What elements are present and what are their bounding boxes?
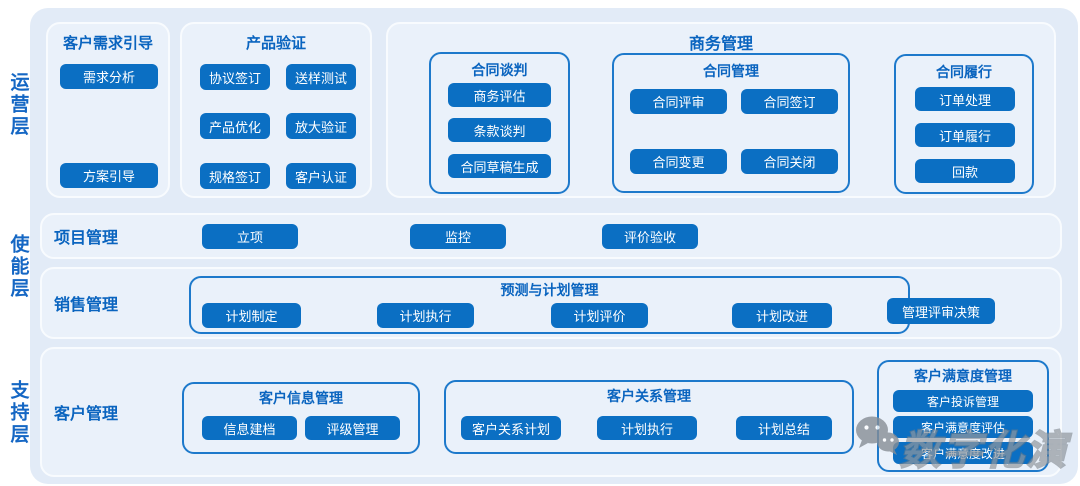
scaleup-validation-button[interactable]: 放大验证 bbox=[286, 113, 356, 139]
contract-mgmt-box: 合同管理 合同评审 合同签订 合同变更 合同关闭 bbox=[612, 53, 850, 193]
customer-demand-panel: 客户需求引导 需求分析 方案引导 bbox=[46, 22, 170, 198]
contract-draft-button[interactable]: 合同草稿生成 bbox=[448, 154, 551, 178]
contract-fulfillment-title: 合同履行 bbox=[936, 64, 992, 80]
order-processing-button[interactable]: 订单处理 bbox=[915, 87, 1015, 111]
solution-guidance-button[interactable]: 方案引导 bbox=[60, 163, 158, 188]
contract-signing-button[interactable]: 合同签订 bbox=[741, 89, 838, 114]
customer-demand-title: 客户需求引导 bbox=[62, 35, 153, 52]
customer-mgmt-band: 客户管理 客户信息管理 信息建档 评级管理 客户关系管理 客户关系计划 计划执行… bbox=[40, 347, 1062, 477]
customer-mgmt-title: 客户管理 bbox=[54, 406, 119, 423]
rating-mgmt-button[interactable]: 评级管理 bbox=[305, 416, 400, 440]
layer-label-support: 支持层 bbox=[7, 380, 29, 446]
order-fulfillment-button[interactable]: 订单履行 bbox=[915, 123, 1015, 147]
customer-relation-box: 客户关系管理 客户关系计划 计划执行 计划总结 bbox=[444, 380, 854, 454]
monitoring-button[interactable]: 监控 bbox=[410, 224, 506, 249]
layer-label-enable: 使能层 bbox=[7, 234, 29, 300]
customer-info-title: 客户信息管理 bbox=[259, 390, 343, 406]
contract-fulfillment-box: 合同履行 订单处理 订单履行 回款 bbox=[894, 54, 1034, 194]
plan-improvement-button[interactable]: 计划改进 bbox=[732, 303, 832, 328]
terms-negotiation-button[interactable]: 条款谈判 bbox=[448, 118, 551, 142]
payment-collection-button[interactable]: 回款 bbox=[915, 159, 1015, 183]
mgmt-review-decision-button[interactable]: 管理评审决策 bbox=[887, 298, 995, 324]
info-filing-button[interactable]: 信息建档 bbox=[202, 416, 297, 440]
contract-review-button[interactable]: 合同评审 bbox=[630, 89, 727, 114]
relation-plan-button[interactable]: 客户关系计划 bbox=[461, 416, 561, 440]
demand-analysis-button[interactable]: 需求分析 bbox=[60, 64, 158, 89]
layer-label-operations: 运营层 bbox=[7, 72, 29, 138]
plan-evaluation-button[interactable]: 计划评价 bbox=[551, 303, 648, 328]
project-mgmt-band: 项目管理 立项 监控 评价验收 bbox=[40, 213, 1062, 259]
product-optimization-button[interactable]: 产品优化 bbox=[200, 113, 270, 139]
sample-testing-button[interactable]: 送样测试 bbox=[286, 64, 356, 90]
agreement-signing-button[interactable]: 协议签订 bbox=[200, 64, 270, 90]
contract-negotiation-box: 合同谈判 商务评估 条款谈判 合同草稿生成 bbox=[429, 52, 570, 194]
customer-info-box: 客户信息管理 信息建档 评级管理 bbox=[182, 382, 420, 454]
customer-satisfaction-title: 客户满意度管理 bbox=[914, 368, 1012, 384]
business-mgmt-panel: 商务管理 合同谈判 商务评估 条款谈判 合同草稿生成 合同管理 合同评审 合同签… bbox=[386, 22, 1056, 198]
sales-mgmt-band: 销售管理 预测与计划管理 计划制定 计划执行 计划评价 计划改进 管理评审决策 bbox=[40, 267, 1062, 339]
customer-certification-button[interactable]: 客户认证 bbox=[286, 163, 356, 189]
product-validation-panel: 产品验证 协议签订 送样测试 产品优化 放大验证 规格签订 客户认证 bbox=[180, 22, 372, 198]
satisfaction-improvement-button[interactable]: 客户满意度改进 bbox=[893, 442, 1033, 464]
complaint-mgmt-button[interactable]: 客户投诉管理 bbox=[893, 390, 1033, 412]
contract-mgmt-title: 合同管理 bbox=[703, 63, 759, 79]
sales-mgmt-title: 销售管理 bbox=[54, 297, 119, 314]
customer-relation-title: 客户关系管理 bbox=[607, 388, 691, 404]
project-mgmt-title: 项目管理 bbox=[54, 230, 119, 247]
evaluation-acceptance-button[interactable]: 评价验收 bbox=[602, 224, 698, 249]
forecast-plan-title: 预测与计划管理 bbox=[500, 282, 599, 298]
contract-change-button[interactable]: 合同变更 bbox=[630, 149, 727, 174]
business-evaluation-button[interactable]: 商务评估 bbox=[448, 83, 551, 107]
relation-execution-button[interactable]: 计划执行 bbox=[597, 416, 697, 440]
customer-satisfaction-box: 客户满意度管理 客户投诉管理 客户满意度评估 客户满意度改进 bbox=[877, 360, 1049, 472]
spec-signing-button[interactable]: 规格签订 bbox=[200, 163, 270, 189]
contract-negotiation-title: 合同谈判 bbox=[471, 62, 528, 78]
product-validation-title: 产品验证 bbox=[245, 35, 306, 52]
satisfaction-evaluation-button[interactable]: 客户满意度评估 bbox=[893, 416, 1033, 438]
plan-execution-button[interactable]: 计划执行 bbox=[377, 303, 474, 328]
contract-close-button[interactable]: 合同关闭 bbox=[741, 149, 838, 174]
project-initiation-button[interactable]: 立项 bbox=[202, 224, 298, 249]
forecast-plan-box: 预测与计划管理 计划制定 计划执行 计划评价 计划改进 bbox=[189, 276, 910, 334]
plan-summary-button[interactable]: 计划总结 bbox=[736, 416, 832, 440]
plan-formulation-button[interactable]: 计划制定 bbox=[202, 303, 301, 328]
business-mgmt-title: 商务管理 bbox=[688, 36, 753, 53]
